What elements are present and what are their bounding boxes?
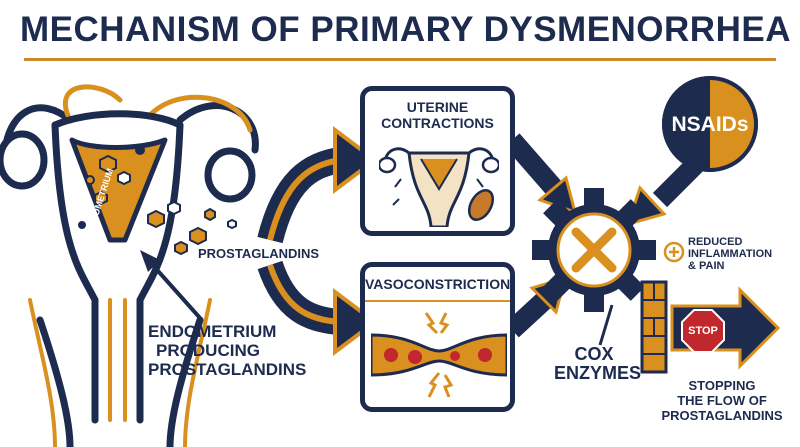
narrowed-vessel-icon (371, 312, 507, 398)
endometrium-pointer-arrow (140, 250, 202, 320)
cox-line2: ENZYMES (554, 363, 642, 383)
reduced-line2: INFLAMMATION (688, 248, 773, 260)
uterine-contractions-line1: UTERINE (406, 99, 469, 115)
nsaids-circle-icon (662, 76, 758, 172)
contracting-uterus-icon (379, 147, 499, 227)
cox-enzymes-label: COX ENZYMES (554, 344, 642, 383)
uterine-contractions-box: UTERINE CONTRACTIONS (360, 86, 515, 236)
arrow-to-vasoconstriction (257, 260, 379, 356)
cox-pointer-line (598, 304, 614, 346)
endometrium-producing-line1: ENDOMETRIUM (148, 322, 277, 341)
title-underline (24, 58, 776, 61)
arrow-to-contractions (257, 126, 379, 244)
vasoconstriction-title: VASOCONSTRICTION (365, 276, 511, 292)
endometrium-producing-line3: PROSTAGLANDINS (148, 360, 307, 379)
reduced-line1: REDUCED (688, 236, 743, 248)
vasoconstriction-box: VASOCONSTRICTION (360, 262, 515, 412)
stopping-line2: THE FLOW OF (677, 393, 767, 408)
stop-sign-icon (681, 309, 725, 353)
endometrium-producing-line2: PRODUCING (156, 341, 260, 360)
stop-sign-text: STOP (688, 325, 718, 337)
stopping-line1: STOPPING (688, 378, 756, 393)
endometrium-producing-label: ENDOMETRIUM PRODUCING PROSTAGLANDINS (148, 322, 307, 379)
stopping-flow-label: STOPPING THE FLOW OF PROSTAGLANDINS (652, 378, 792, 423)
brick-wall (640, 280, 668, 374)
nsaids-label: NSAIDs (671, 113, 749, 136)
uterine-contractions-line2: CONTRACTIONS (381, 115, 494, 131)
cox-gear (532, 188, 656, 312)
prostaglandins-label: PROSTAGLANDINS (198, 246, 320, 261)
uterus-illustration (0, 84, 259, 447)
uterine-contractions-title: UTERINE CONTRACTIONS (365, 99, 510, 131)
plus-icon (663, 241, 685, 263)
prostaglandin-molecules (78, 145, 237, 256)
reduced-inflammation-label: REDUCED INFLAMMATION & PAIN (688, 236, 772, 272)
stopping-line3: PROSTAGLANDINS (661, 408, 783, 423)
vasoconstriction-divider (365, 300, 510, 302)
cox-line1: COX (574, 344, 614, 364)
page-title: MECHANISM OF PRIMARY DYSMENORRHEA (20, 10, 791, 49)
reduced-line3: & PAIN (688, 260, 725, 272)
